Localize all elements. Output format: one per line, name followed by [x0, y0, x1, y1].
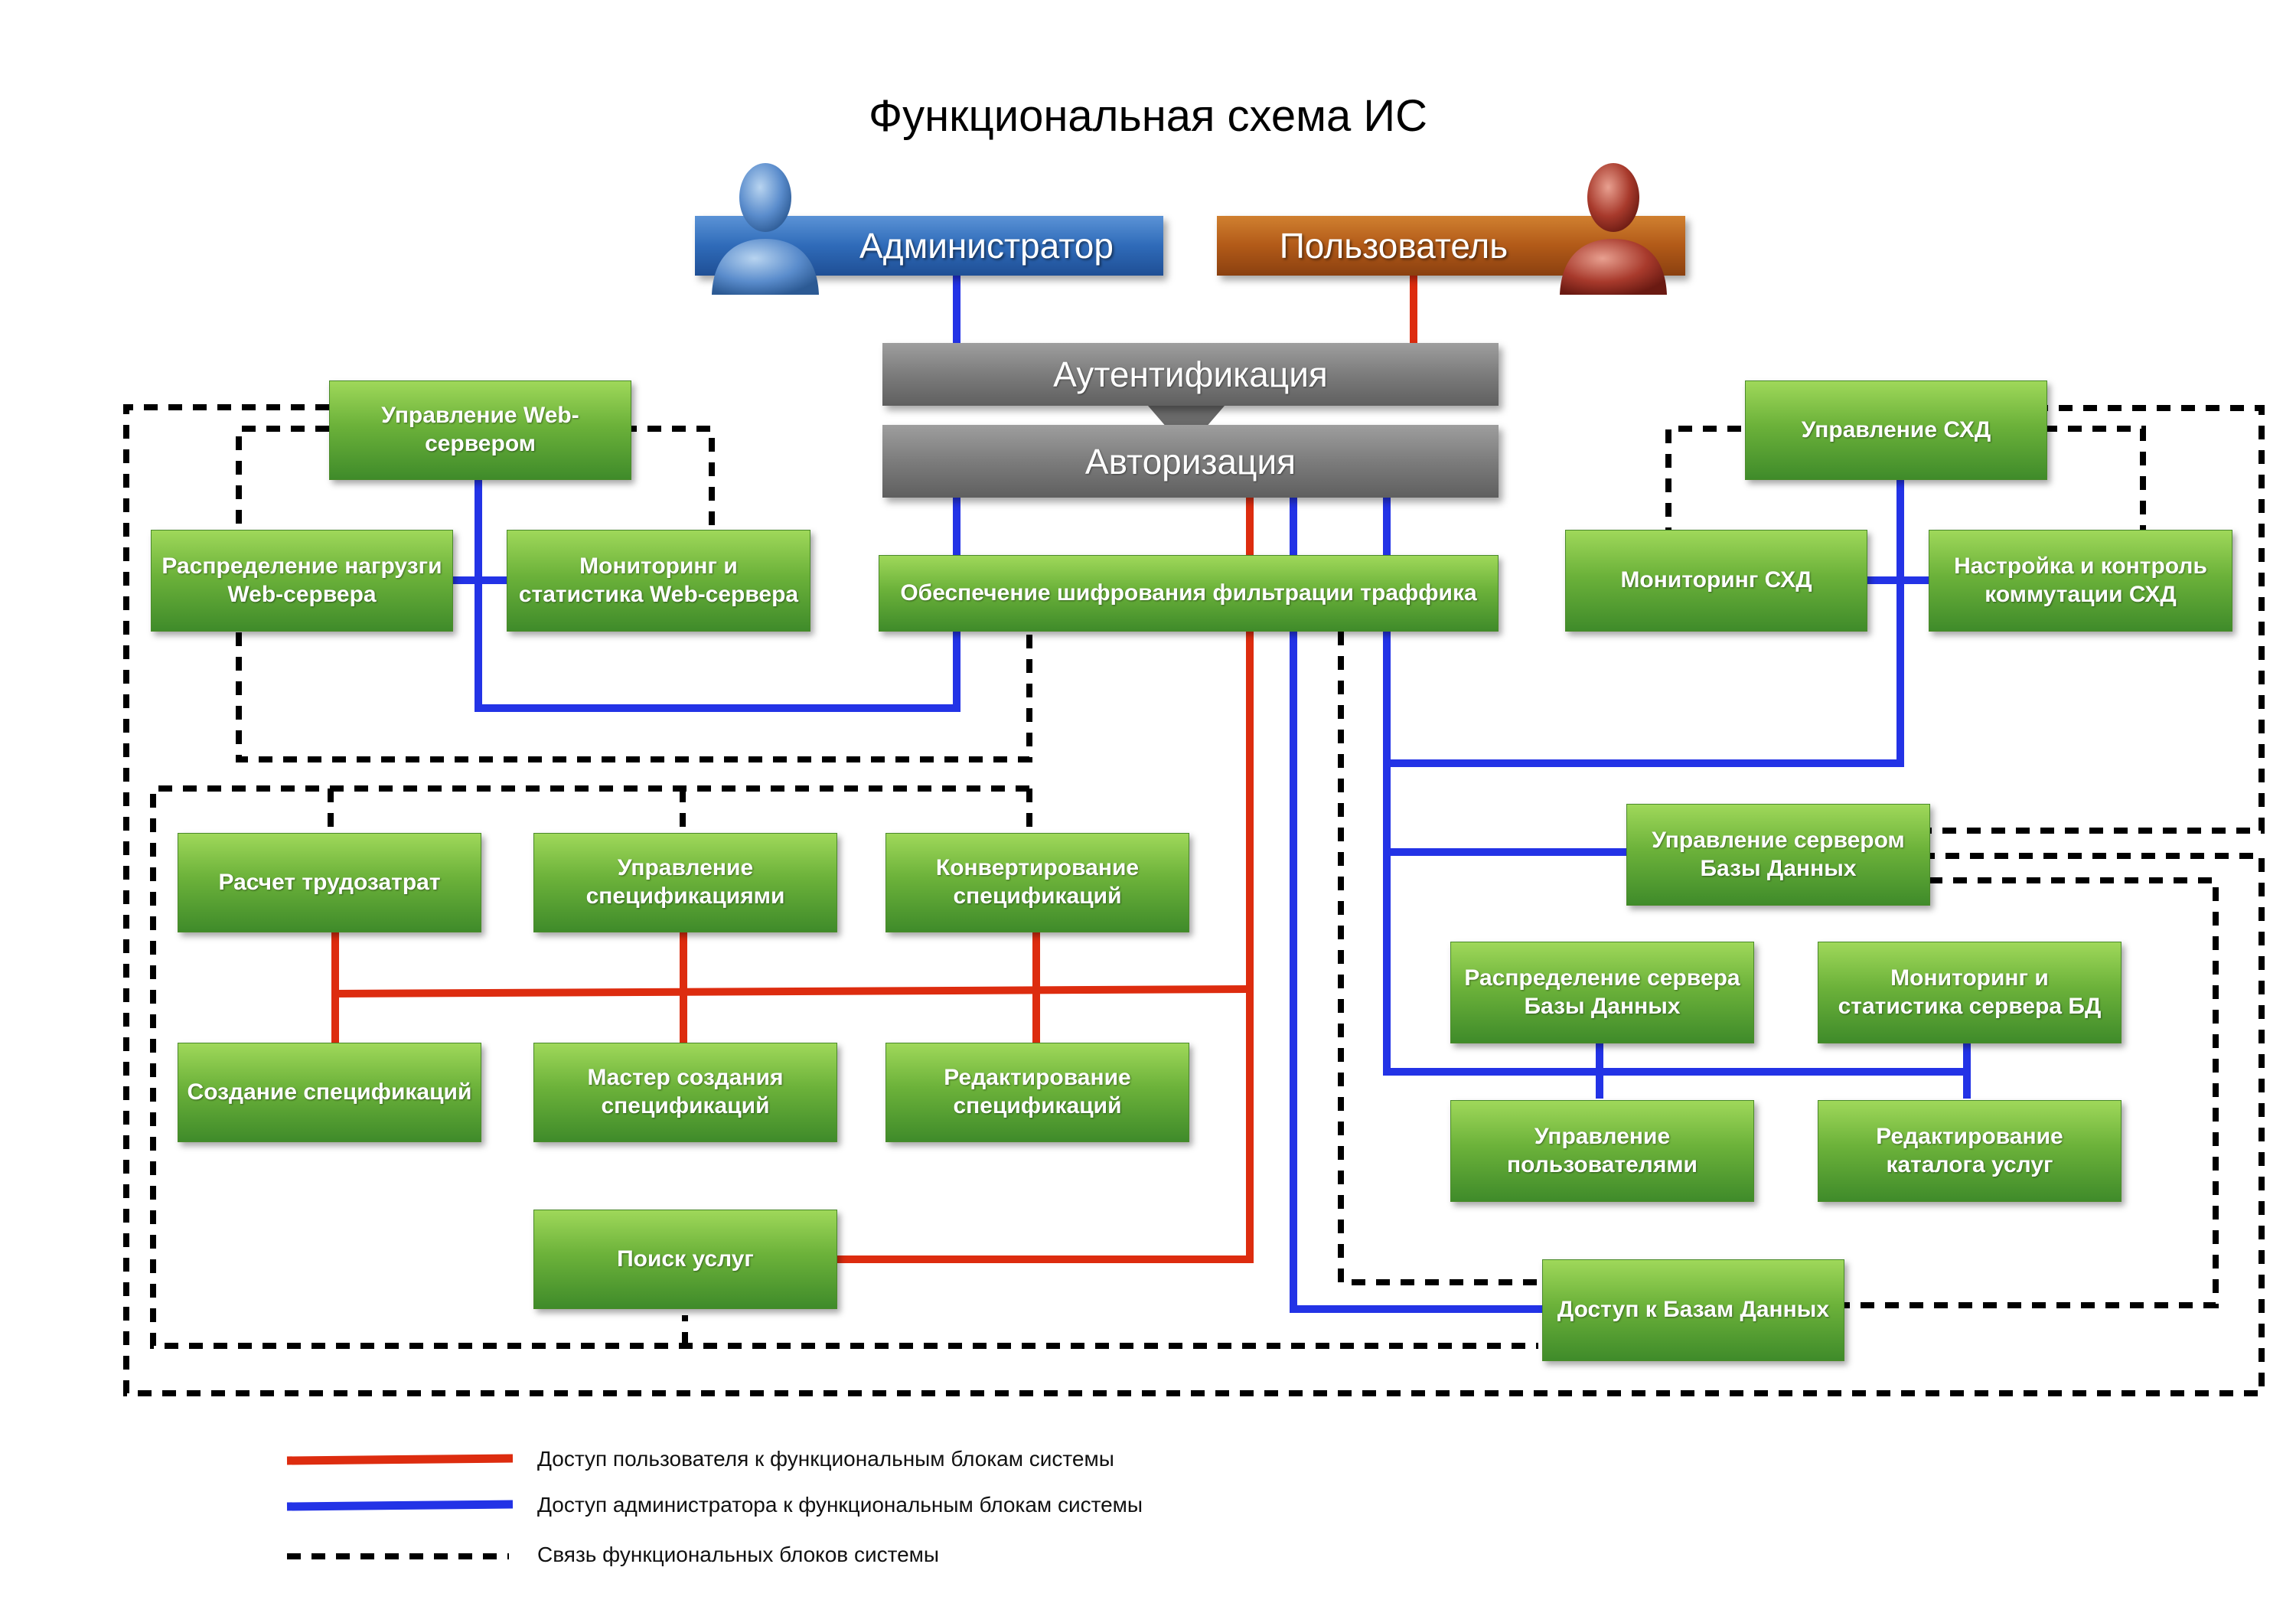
- legend-lines: [286, 1454, 514, 1559]
- block-web-monitoring: Мониторинг и статистика Web-сервера: [507, 530, 810, 632]
- administrator-label: Администратор: [859, 226, 1114, 266]
- dashed-link-db-group-right: [1844, 877, 2219, 1308]
- authorization-block: Авторизация: [882, 425, 1499, 498]
- dashed-link-web-group-left: [236, 426, 1032, 762]
- block-storage-mgmt: Управление СХД: [1745, 380, 2047, 480]
- admin-encryption-to-web-line: [475, 480, 960, 712]
- block-spec-mgmt: Управление спецификациями: [533, 833, 837, 932]
- block-db-access: Доступ к Базам Данных: [1542, 1259, 1844, 1361]
- block-db-server-mgmt: Управление сервером Базы Данных: [1626, 804, 1930, 906]
- admin-to-db-access-line: [1290, 498, 1542, 1313]
- user-label: Пользователь: [1279, 226, 1508, 266]
- block-spec-edit: Редактирование спецификаций: [885, 1043, 1189, 1142]
- legend-blue-line: [286, 1500, 514, 1511]
- dashed-link-storage-group-right: [2043, 426, 2146, 530]
- user-spec-trunk-line: [334, 985, 1251, 998]
- block-db-distribution: Распределение сервера Базы Данных: [1450, 942, 1754, 1043]
- administrator-avatar-icon: [712, 163, 819, 295]
- block-catalog-edit: Редактирование каталога услуг: [1818, 1100, 2122, 1202]
- block-spec-wizard: Мастер создания спецификаций: [533, 1043, 837, 1142]
- dashed-link-storage-group: [1665, 426, 1741, 530]
- block-service-search: Поиск услуг: [533, 1210, 837, 1309]
- block-storage-switching: Настройка и контроль коммутации СХД: [1929, 530, 2232, 632]
- block-traffic-encryption: Обеспечение шифрования фильтрации траффи…: [879, 555, 1499, 632]
- authentication-block: Аутентификация: [882, 343, 1499, 406]
- legend-red-line: [286, 1454, 514, 1465]
- block-spec-convert: Конвертирование спецификаций: [885, 833, 1189, 932]
- block-web-server-mgmt: Управление Web-сервером: [329, 380, 631, 480]
- dashed-link-db-group: [1338, 632, 1538, 1285]
- block-db-monitoring: Мониторинг и статистика сервера БД: [1818, 942, 2122, 1043]
- block-user-mgmt: Управление пользователями: [1450, 1100, 1754, 1202]
- diagram-title: Функциональная схема ИС: [869, 91, 1427, 141]
- legend-red-label: Доступ пользователя к функциональным бло…: [537, 1447, 1114, 1471]
- block-storage-monitoring: Мониторинг СХД: [1565, 530, 1867, 632]
- legend-dashed-label: Связь функциональных блоков системы: [537, 1543, 940, 1566]
- block-web-load-balance: Распределение нагрузги Web-сервера: [151, 530, 453, 632]
- user-avatar-icon: [1560, 163, 1667, 295]
- dashed-link-spec-group: [150, 785, 1538, 1349]
- block-spec-create: Создание спецификаций: [178, 1043, 481, 1142]
- dashed-link-outer-main: [123, 404, 2265, 1396]
- admin-db-branch-line: [1383, 763, 1967, 1076]
- block-labor-costs: Расчет трудозатрат: [178, 833, 481, 932]
- user-to-service-search-line: [837, 498, 1254, 1263]
- dashed-link-outer-right: [1929, 405, 2265, 834]
- legend-blue-label: Доступ администратора к функциональным б…: [537, 1493, 1143, 1517]
